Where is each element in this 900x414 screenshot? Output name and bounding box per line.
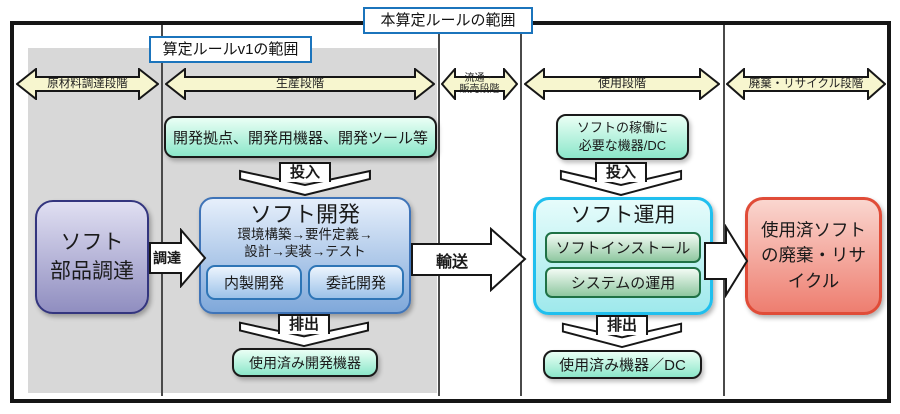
stage-banner-recycle: 廃棄・リサイクル段階: [726, 68, 886, 100]
disposal-line1: 使用済ソフト: [761, 219, 866, 240]
right-arrow-shape: [411, 227, 527, 292]
parts-procurement-box: ソフト 部品調達: [35, 200, 149, 314]
system-operation-box: システムの運用: [545, 267, 701, 299]
transport-arrow-label: 輸送: [435, 253, 468, 271]
stage-banner-production: 生産段階: [165, 68, 435, 100]
lane-separator-4: [723, 24, 725, 396]
procurement-arrow-label: 調達: [153, 250, 181, 266]
lane-separator-1: [161, 24, 163, 396]
lane-separator-3: [520, 24, 522, 396]
dev-resources-box: 開発拠点、開発用機器、開発ツール等: [164, 116, 437, 158]
disposal-arrow: [704, 224, 749, 298]
down-chevron-shape: [239, 321, 369, 347]
main-scope-title: 本算定ルールの範囲: [363, 7, 533, 34]
disposal-line2: の廃棄・リサ: [761, 245, 866, 266]
parts-procurement-line1: ソフト: [60, 230, 124, 254]
outsourced-dev-box: 委託開発: [308, 265, 404, 301]
inhouse-dev-box: 内製開発: [206, 265, 302, 301]
dev-type-row: 内製開発 委託開発: [201, 265, 409, 301]
stage-label-line1: 流通・: [464, 73, 495, 84]
software-operation-title: ソフト運用: [570, 204, 676, 227]
stage-label: 原材料調達段階: [47, 77, 128, 90]
input-arrow-label: 投入: [278, 162, 332, 182]
down-chevron-shape: [559, 169, 683, 196]
double-arrow-shape: [524, 68, 720, 100]
stage-banner-raw-material: 原材料調達段階: [16, 68, 159, 100]
procurement-arrow: 調達: [149, 228, 207, 288]
double-arrow-shape: [165, 68, 435, 100]
dev-process-line1: 環境構築→要件定義→: [237, 227, 373, 243]
ops-resources-line2: 必要な機器/DC: [578, 138, 667, 153]
used-equipment-dc-box: 使用済み機器／DC: [543, 350, 702, 379]
dev-process-line2: 設計→実装→テスト: [244, 243, 366, 259]
software-install-box: ソフトインストール: [545, 232, 701, 264]
disposal-recycle-box: 使用済ソフト の廃棄・リサ イクル: [745, 197, 882, 315]
input-arrow-production: 投入: [238, 162, 372, 196]
stage-label-line2: 販売段階: [459, 84, 500, 95]
emission-arrow-production: 排出: [238, 314, 370, 347]
software-development-box: ソフト開発 環境構築→要件定義→ 設計→実装→テスト 内製開発 委託開発: [199, 197, 411, 314]
double-arrow-shape: [441, 68, 518, 100]
down-chevron-shape: [561, 322, 683, 348]
ops-resources-box: ソフトの稼働に 必要な機器/DC: [556, 114, 689, 160]
input-arrow-use: 投入: [559, 162, 683, 196]
stage-label: 生産段階: [275, 76, 324, 91]
parts-procurement-line2: 部品調達: [50, 260, 134, 283]
emission-arrow-label: 排出: [595, 315, 649, 335]
right-arrow-shape: [704, 224, 749, 298]
right-arrow-shape: [149, 228, 207, 288]
double-arrow-shape: [726, 68, 886, 100]
double-arrow-shape: [16, 68, 159, 100]
emission-arrow-label: 排出: [277, 314, 331, 334]
transport-arrow: 輸送: [411, 227, 527, 292]
used-dev-equipment-box: 使用済み開発機器: [232, 348, 378, 377]
stage-banner-use: 使用段階: [524, 68, 720, 100]
disposal-line3: イクル: [787, 270, 840, 291]
software-development-title: ソフト開発: [249, 202, 360, 227]
stage-label: 使用段階: [597, 76, 646, 91]
emission-arrow-use: 排出: [561, 315, 683, 348]
stage-label: 廃棄・リサイクル段階: [748, 77, 864, 90]
input-arrow-label: 投入: [594, 162, 648, 182]
v1-scope-title: 算定ルールv1の範囲: [149, 36, 312, 63]
ops-resources-line1: ソフトの稼働に: [576, 120, 668, 136]
lane-separator-2: [438, 24, 440, 396]
stage-banner-distribution: 流通・ 販売段階: [441, 68, 518, 100]
down-chevron-shape: [239, 169, 371, 196]
software-operation-box: ソフト運用 ソフトインストール システムの運用: [533, 197, 713, 315]
stage-label: 流通・ 販売段階: [441, 68, 518, 100]
